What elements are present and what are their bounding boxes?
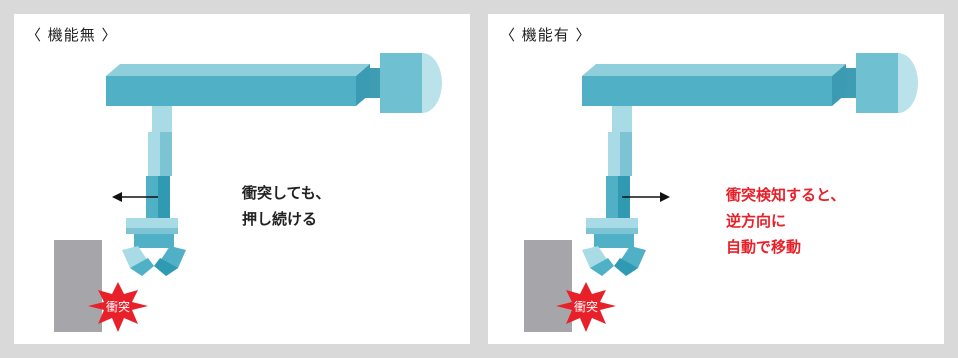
beam-end bbox=[832, 64, 846, 106]
beam-end bbox=[356, 64, 370, 106]
panel-title-right: 〈 機能有 〉 bbox=[500, 26, 592, 44]
gripper-claw-left-tip bbox=[130, 258, 154, 276]
gripper-head-shade bbox=[126, 228, 178, 234]
beam-top bbox=[106, 64, 370, 76]
gripper-head bbox=[126, 218, 178, 230]
gripper-neck bbox=[134, 234, 174, 248]
arm-upper bbox=[612, 106, 632, 132]
collision-label: 衝突 bbox=[574, 299, 598, 314]
arm-upper bbox=[152, 106, 172, 132]
gripper-head bbox=[586, 218, 638, 230]
direction-arrow-head bbox=[112, 192, 122, 202]
robot-arm-diagram-right: 衝突 bbox=[524, 53, 918, 332]
collision-label: 衝突 bbox=[106, 299, 130, 314]
arm-mid-shade bbox=[160, 132, 172, 176]
robot-arm-diagram-left: 衝突 bbox=[54, 53, 442, 332]
gripper-neck bbox=[594, 234, 634, 248]
obstacle-wall bbox=[54, 240, 102, 332]
gripper-claw-right-tip bbox=[614, 258, 638, 276]
caption-left: 衝突しても、 押し続ける bbox=[242, 184, 331, 228]
beam-top bbox=[582, 64, 846, 76]
collision-burst bbox=[556, 282, 616, 332]
motor-body bbox=[380, 53, 422, 113]
beam-front bbox=[582, 76, 832, 106]
gripper-head-shade bbox=[586, 228, 638, 234]
panel-with-function: 衝突 〈 機能有 〉 衝突検知すると、 逆方向に 自動で移動 bbox=[488, 14, 944, 344]
arm-mid-shade bbox=[620, 132, 632, 176]
motor-body bbox=[856, 53, 898, 113]
caption-right: 衝突検知すると、 逆方向に 自動で移動 bbox=[726, 186, 846, 256]
direction-arrow-head bbox=[660, 192, 670, 202]
collision-burst bbox=[88, 282, 148, 332]
panel-without-function: 衝突 〈 機能無 〉 衝突しても、 押し続ける bbox=[14, 14, 470, 344]
gripper-claw-left-tip bbox=[590, 258, 614, 276]
gripper-claw-right-tip bbox=[154, 258, 178, 276]
beam-front bbox=[106, 76, 356, 106]
panel-title-left: 〈 機能無 〉 bbox=[26, 26, 118, 44]
obstacle-wall bbox=[524, 240, 572, 332]
arm-lower-shade bbox=[158, 176, 170, 218]
